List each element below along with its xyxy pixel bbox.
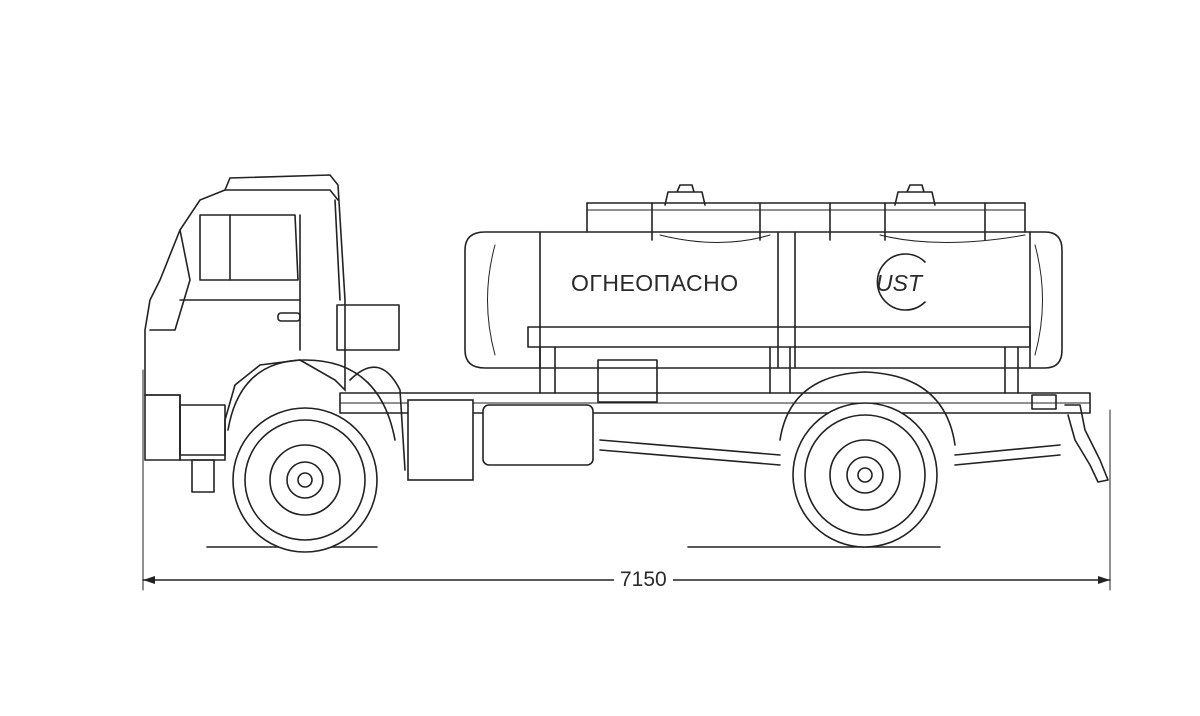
front-fender (227, 359, 396, 441)
rear-wheel (792, 402, 938, 548)
brand-logo-ring (876, 253, 926, 311)
rear-fender (779, 371, 956, 446)
tank (464, 231, 1063, 403)
fuel-tank (482, 404, 594, 466)
battery-box (407, 399, 474, 481)
cab (144, 174, 406, 493)
brand-logo: UST (876, 270, 922, 296)
overall-length-dimension: 7150 (614, 568, 673, 592)
tank-warning-text: ОГНЕОПАСНО (571, 270, 739, 296)
tank-railing (586, 184, 1026, 241)
front-wheel (232, 407, 378, 553)
